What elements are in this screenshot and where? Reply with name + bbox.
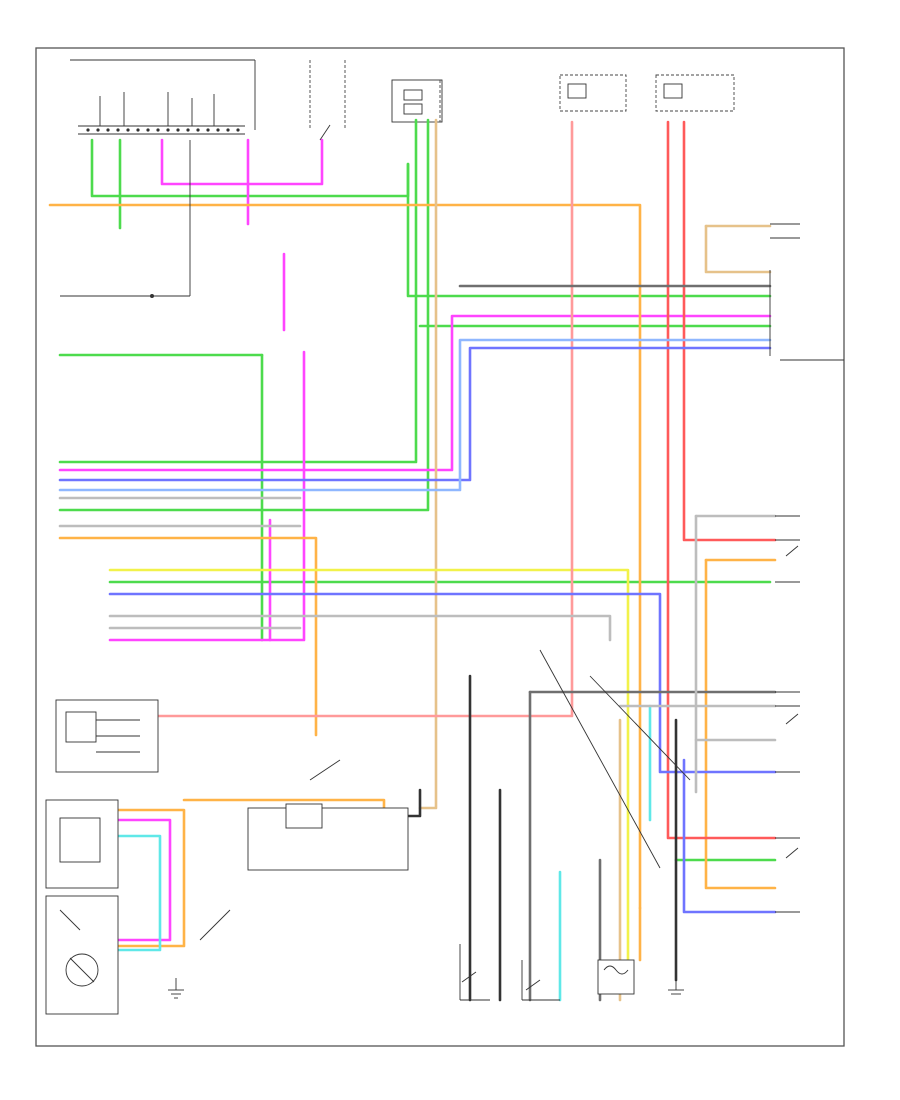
relay-module bbox=[55, 699, 159, 773]
motor-assembly bbox=[45, 895, 119, 1015]
right-switch-group-2 bbox=[775, 691, 800, 773]
ground-symbol-bottom-right bbox=[668, 980, 684, 995]
right-switch-group-1 bbox=[775, 515, 800, 583]
right-connector-top bbox=[769, 223, 844, 361]
control-module-lower bbox=[45, 799, 119, 889]
center-control-unit bbox=[247, 803, 409, 871]
fuse-block-center bbox=[391, 79, 443, 123]
coil-assembly bbox=[597, 959, 635, 995]
left-ground-point bbox=[60, 140, 191, 298]
switch-right-sensor bbox=[521, 960, 560, 1001]
diagram-frame bbox=[35, 47, 845, 1047]
top-left-connector bbox=[70, 59, 256, 135]
right-switch-group-3 bbox=[775, 837, 800, 913]
fuse-block-right-2 bbox=[655, 74, 735, 112]
top-switch bbox=[309, 60, 346, 141]
fuse-block-right-1 bbox=[559, 74, 627, 112]
ground-symbol-bottom-left bbox=[168, 978, 184, 999]
wires bbox=[48, 118, 777, 1002]
connector-pins bbox=[86, 128, 240, 132]
switch-left-sensor bbox=[459, 944, 490, 1001]
leader-lines bbox=[199, 649, 691, 941]
